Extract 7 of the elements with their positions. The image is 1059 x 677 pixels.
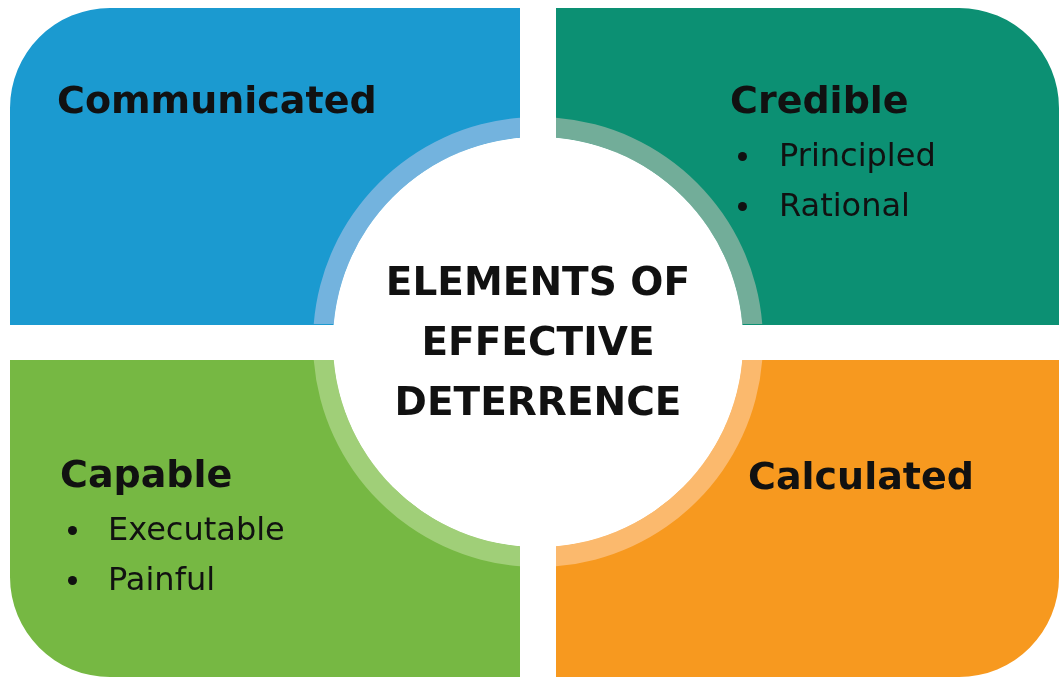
center-title: ELEMENTS OF EFFECTIVE DETERRENCE [384, 258, 692, 426]
quadrant-heading: Capable [60, 452, 233, 498]
bullet-item: Executable [68, 509, 285, 548]
quadrant-heading: Credible [730, 78, 909, 124]
bullet-item: Painful [68, 560, 216, 599]
quadrant-heading: Calculated [748, 454, 974, 500]
quadrant-heading: Communicated [57, 78, 377, 124]
